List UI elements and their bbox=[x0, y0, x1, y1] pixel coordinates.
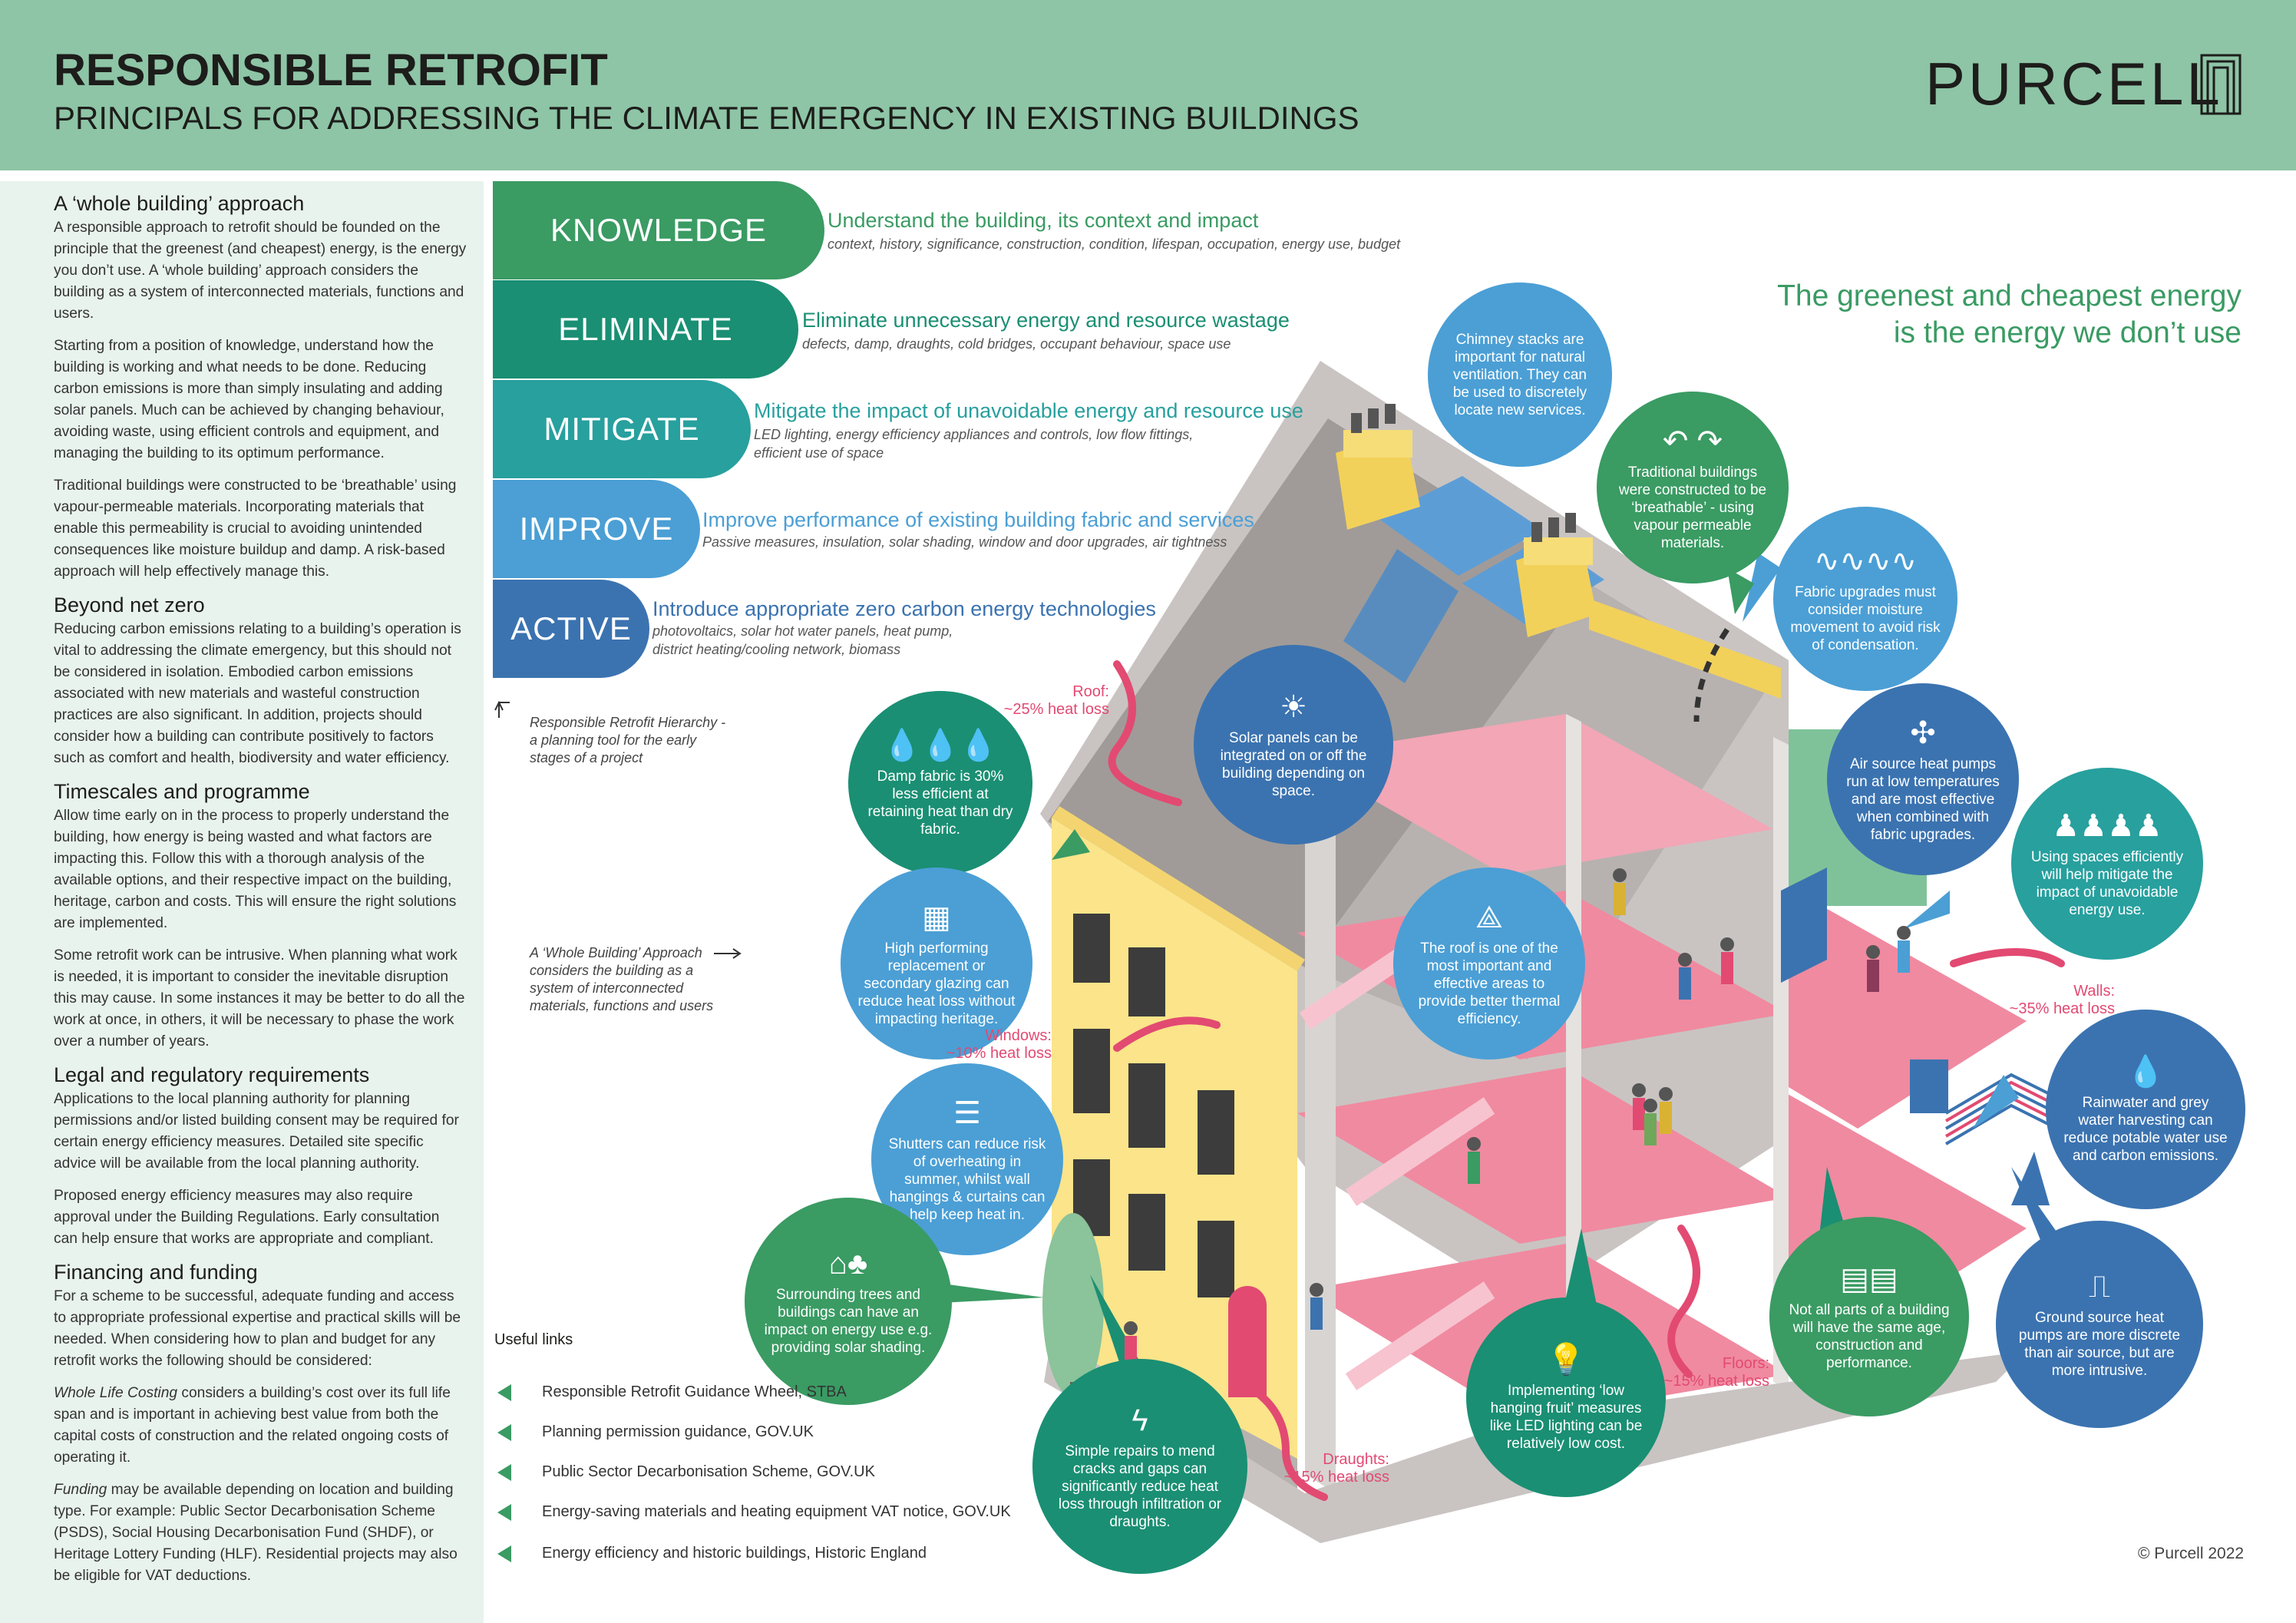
bubble-ground: ⎍Ground source heat pumps are more discr… bbox=[1996, 1221, 2203, 1428]
bubble-heatpump: ✣Air source heat pumps run at low temper… bbox=[1827, 683, 2019, 875]
section-title-timescales: Timescales and programme bbox=[54, 780, 310, 803]
copyright: © Purcell 2022 bbox=[2138, 1545, 2245, 1562]
hierarchy-sub-eliminate: defects, damp, draughts, cold bridges, o… bbox=[802, 336, 1231, 352]
link-planning-permission[interactable]: Planning permission guidance, GOV.UK bbox=[497, 1423, 814, 1441]
heat-loss-floors: Floors:~15% heat loss bbox=[1663, 1355, 1769, 1390]
bubble-chimney: Chimney stacks are important for natural… bbox=[1428, 283, 1612, 467]
section-title-financing: Financing and funding bbox=[54, 1261, 258, 1284]
hierarchy-title-active: Introduce appropriate zero carbon energy… bbox=[652, 597, 1156, 620]
hierarchy-title-eliminate: Eliminate unnecessary energy and resourc… bbox=[802, 309, 1290, 332]
link-arrow-icon bbox=[497, 1383, 511, 1401]
hierarchy-title-mitigate: Mitigate the impact of unavoidable energ… bbox=[754, 399, 1303, 422]
paragraph-funding: Funding may be available depending on lo… bbox=[54, 1482, 458, 1584]
bubble-breathable: ↶ ↷Traditional buildings were constructe… bbox=[1597, 392, 1789, 583]
hierarchy-bar-knowledge: KNOWLEDGE bbox=[493, 181, 824, 279]
hierarchy-bar-improve: IMPROVE bbox=[493, 480, 700, 578]
hierarchy-title-knowledge: Understand the building, its context and… bbox=[828, 209, 1259, 232]
crack-icon: ϟ bbox=[1131, 1403, 1148, 1437]
paragraph: A responsible approach to retrofit shoul… bbox=[54, 220, 467, 322]
hierarchy-bar-active: ACTIVE bbox=[493, 580, 649, 678]
hierarchy-bar-eliminate: ELIMINATE bbox=[493, 280, 798, 378]
raindrop-icon: 💧 bbox=[2126, 1055, 2165, 1089]
fan-icon: ✣ bbox=[1910, 716, 1936, 750]
header-band bbox=[0, 0, 2296, 170]
page-title: RESPONSIBLE RETROFIT bbox=[54, 45, 608, 95]
link-retrofit-wheel[interactable]: Responsible Retrofit Guidance Wheel, STB… bbox=[497, 1383, 847, 1401]
bubble-trees: ⌂♣Surrounding trees and buildings can ha… bbox=[745, 1198, 952, 1405]
hierarchy-sub2-mitigate: efficient use of space bbox=[754, 445, 884, 461]
hierarchy-sub-mitigate: LED lighting, energy efficiency applianc… bbox=[754, 427, 1194, 442]
hierarchy-title-improve: Improve performance of existing building… bbox=[702, 508, 1254, 531]
ground-loop-icon: ⎍ bbox=[2089, 1270, 2110, 1304]
hierarchy-sub-knowledge: context, history, significance, construc… bbox=[828, 236, 1401, 252]
link-arrow-icon bbox=[497, 1423, 511, 1441]
house-tree-icon: ⌂♣ bbox=[828, 1247, 868, 1281]
paragraph: Some retrofit work can be intrusive. Whe… bbox=[54, 947, 465, 1049]
hierarchy-sub-improve: Passive measures, insulation, solar shad… bbox=[702, 534, 1227, 550]
sidebar: A ‘whole building’ approach A responsibl… bbox=[0, 181, 484, 1623]
link-historic-england[interactable]: Energy efficiency and historic buildings… bbox=[497, 1545, 927, 1562]
heat-loss-walls: Walls:~35% heat loss bbox=[2009, 983, 2115, 1017]
bubble-spaces: ♟♟♟♟Using spaces efficiently will help m… bbox=[2011, 768, 2203, 960]
hierarchy-sub-active: photovoltaics, solar hot water panels, h… bbox=[652, 623, 953, 639]
heat-loss-windows: Windows:~10% heat loss bbox=[946, 1027, 1052, 1062]
bubble-roof: ⟁The roof is one of the most important a… bbox=[1393, 868, 1585, 1059]
paragraph: For a scheme to be successful, adequate … bbox=[54, 1288, 461, 1369]
window-icon: ▦ bbox=[922, 900, 951, 934]
lightbulb-icon: 💡 bbox=[1547, 1343, 1585, 1377]
paragraph: Traditional buildings were constructed t… bbox=[54, 478, 457, 580]
section-title-net-zero: Beyond net zero bbox=[54, 593, 205, 616]
bubble-glazing: ▦High performing replacement or secondar… bbox=[841, 868, 1032, 1059]
link-arrow-icon bbox=[497, 1503, 511, 1521]
roof-truss-icon: ⟁ bbox=[1475, 900, 1503, 934]
heat-loss-draughts: Draughts:~15% heat loss bbox=[1283, 1451, 1389, 1486]
page-subtitle: PRINCIPALS FOR ADDRESSING THE CLIMATE EM… bbox=[54, 100, 1359, 136]
tagline-line-2: is the energy we don’t use bbox=[1893, 316, 2241, 349]
link-vat-notice[interactable]: Energy-saving materials and heating equi… bbox=[497, 1503, 1011, 1521]
tagline: The greenest and cheapest energy is the … bbox=[1689, 278, 2241, 352]
moisture-icon: ∿∿∿∿ bbox=[1813, 544, 1918, 578]
useful-links-title: Useful links bbox=[494, 1331, 573, 1348]
purcell-logo-icon bbox=[2200, 54, 2241, 115]
whole-building-note: A ‘Whole Building’ Approach considers th… bbox=[530, 945, 714, 1013]
bricks-icon: ▤▤ bbox=[1840, 1262, 1898, 1296]
breathable-arrows-icon: ↶ ↷ bbox=[1662, 424, 1723, 458]
bubble-damp: 💧💧💧Damp fabric is 30% less efficient at … bbox=[848, 691, 1032, 875]
hierarchy-bar-mitigate: MITIGATE bbox=[493, 380, 751, 478]
tagline-line-1: The greenest and cheapest energy bbox=[1777, 279, 2241, 312]
paragraph: Reducing carbon emissions relating to a … bbox=[54, 621, 461, 766]
bubble-moisture: ∿∿∿∿Fabric upgrades must consider moistu… bbox=[1773, 507, 1957, 691]
section-title-whole-building: A ‘whole building’ approach bbox=[54, 192, 305, 215]
purcell-logo: PURCELL bbox=[1925, 50, 2223, 117]
hierarchy-note: Responsible Retrofit Hierarchy - a plann… bbox=[530, 715, 726, 765]
hierarchy-sub2-active: district heating/cooling network, biomas… bbox=[652, 642, 901, 657]
paragraph-whole-life: Whole Life Costing considers a building’… bbox=[54, 1385, 451, 1466]
paragraph: Allow time early on in the process to pr… bbox=[54, 808, 457, 931]
bubble-led: 💡Implementing ‘low hanging fruit’ measur… bbox=[1466, 1297, 1666, 1497]
people-icon: ♟♟♟♟ bbox=[2052, 809, 2162, 843]
link-arrow-icon bbox=[497, 1545, 511, 1562]
sun-icon: ☀ bbox=[1280, 690, 1307, 724]
link-decarbonisation-scheme[interactable]: Public Sector Decarbonisation Scheme, GO… bbox=[497, 1463, 875, 1481]
paragraph: Proposed energy efficiency measures may … bbox=[54, 1188, 440, 1247]
heat-loss-roof: Roof:~25% heat loss bbox=[1003, 683, 1109, 718]
paragraph: Applications to the local planning autho… bbox=[54, 1091, 459, 1172]
paragraph: Starting from a position of knowledge, u… bbox=[54, 338, 444, 461]
shutter-icon: ☰ bbox=[953, 1096, 981, 1130]
bubble-rainwater: 💧Rainwater and grey water harvesting can… bbox=[2046, 1010, 2245, 1209]
section-title-legal: Legal and regulatory requirements bbox=[54, 1063, 370, 1086]
water-drops-icon: 💧💧💧 bbox=[883, 729, 998, 762]
bubble-solar: ☀Solar panels can be integrated on or of… bbox=[1194, 645, 1393, 845]
bubble-age: ▤▤Not all parts of a building will have … bbox=[1769, 1217, 1969, 1416]
link-arrow-icon bbox=[497, 1463, 511, 1481]
